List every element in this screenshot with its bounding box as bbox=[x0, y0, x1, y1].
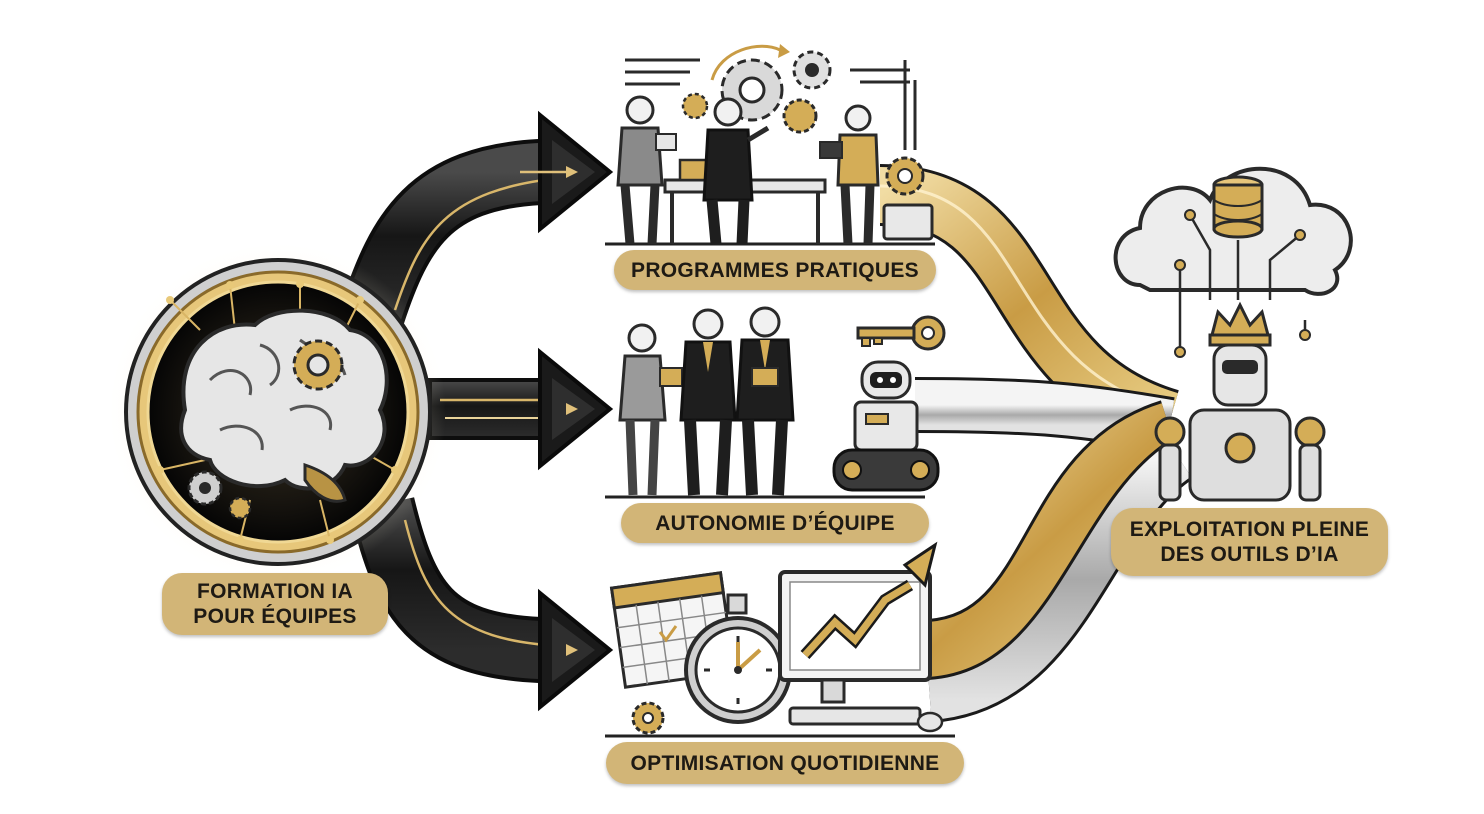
gear-icon bbox=[681, 92, 709, 120]
converging-ribbons bbox=[878, 164, 1194, 723]
branch-label-optimisation: OPTIMISATION QUOTIDIENNE bbox=[606, 742, 964, 784]
gear-icon bbox=[792, 50, 832, 90]
branch-label-programmes: PROGRAMMES PRATIQUES bbox=[614, 250, 936, 290]
gear-icon bbox=[885, 156, 925, 196]
business-team-robot-icon bbox=[605, 306, 946, 499]
gear-icon bbox=[228, 496, 252, 520]
calendar-stopwatch-chart-icon bbox=[605, 541, 955, 738]
stopwatch-icon bbox=[684, 593, 792, 724]
gear-icon bbox=[187, 470, 223, 506]
gear-icon bbox=[782, 98, 818, 134]
robot-icon bbox=[832, 360, 940, 492]
database-icon bbox=[1212, 175, 1264, 239]
target-label: EXPLOITATION PLEINE DES OUTILS D’IA bbox=[1111, 508, 1388, 576]
source-label: FORMATION IA POUR ÉQUIPES bbox=[162, 573, 388, 635]
arrow-to-autonomie bbox=[428, 347, 614, 471]
arrow-to-programmes bbox=[340, 110, 614, 326]
monitor-chart-icon bbox=[778, 541, 944, 733]
branch-label-autonomie: AUTONOMIE D’ÉQUIPE bbox=[621, 503, 929, 543]
gear-icon bbox=[631, 701, 665, 735]
brain-icon bbox=[110, 244, 446, 580]
robot-king-cloud-icon bbox=[1113, 166, 1353, 502]
workshop-team-icon bbox=[605, 44, 935, 246]
key-icon bbox=[856, 315, 946, 351]
gear-icon bbox=[292, 339, 344, 391]
arrow-to-optimisation bbox=[349, 497, 614, 712]
